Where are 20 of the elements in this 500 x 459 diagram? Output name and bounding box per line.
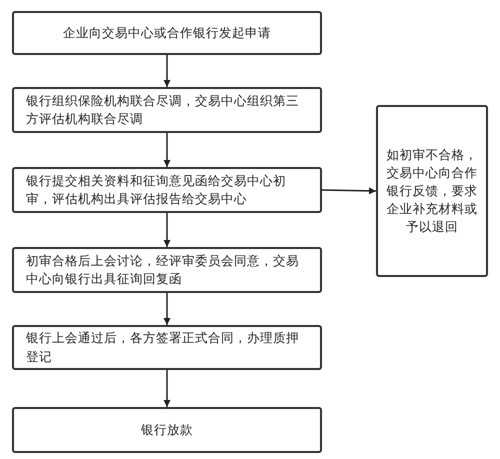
box-text: 银行上会通过后，各方签署正式合同，办理质押登记 — [26, 329, 300, 366]
process-box — [12, 247, 322, 293]
process-box — [12, 325, 322, 370]
box-text: 企业向交易中心或合作银行发起申请 — [63, 24, 271, 42]
box-text: 银行提交相关资料和征询意见函给交易中心初审，评估机构出具评估报告给交易中心 — [26, 172, 287, 208]
arrow — [164, 370, 170, 407]
process-box — [12, 87, 322, 133]
box-text: 如初审不合格，交易中心向合作银行反馈，要求企业补充材料或予以退回 — [386, 146, 478, 236]
box-text: 初审合格后上会讨论，经评审委员会同意，交易中心向银行出具征询回复函 — [26, 252, 300, 288]
arrow — [164, 133, 170, 167]
box-text: 银行放款 — [141, 420, 193, 439]
process-box — [12, 167, 322, 213]
arrow — [322, 187, 376, 194]
box-text: 银行组织保险机构联合尽调，交易中心组织第三方评估机构联合尽调 — [26, 92, 300, 128]
process-box — [12, 407, 322, 453]
arrow — [164, 293, 170, 325]
arrow — [164, 213, 170, 247]
arrow — [164, 55, 170, 87]
process-box — [12, 11, 322, 55]
process-box — [376, 105, 488, 277]
